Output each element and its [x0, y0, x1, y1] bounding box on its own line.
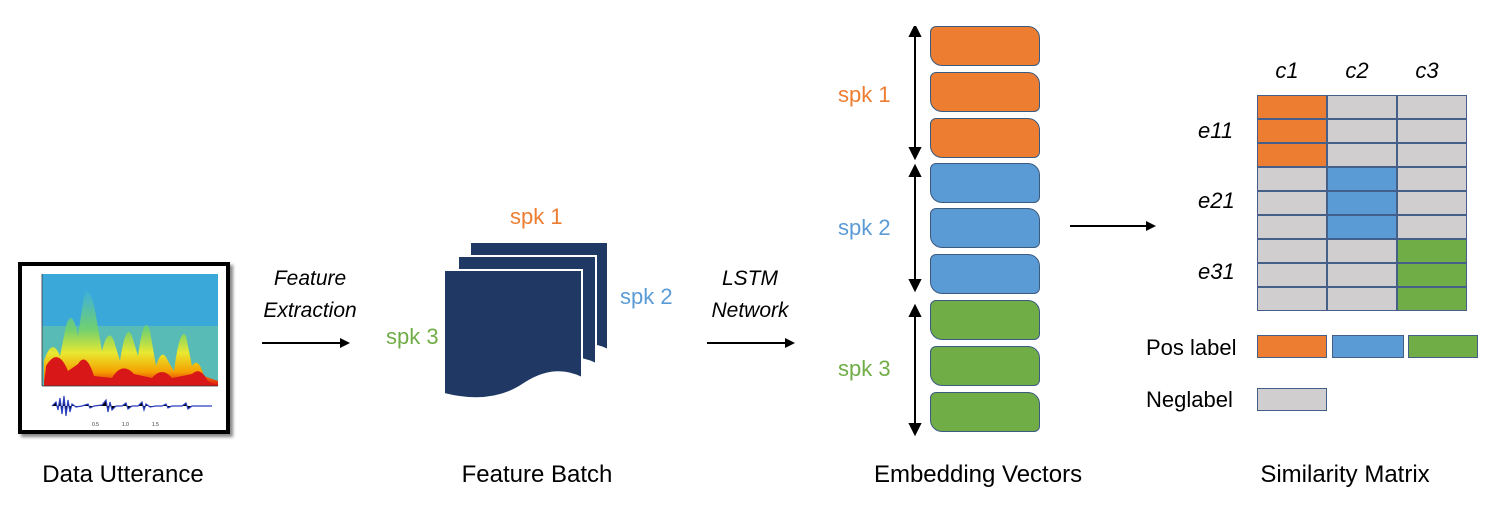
feature-extraction-label: Feature Extraction — [240, 263, 380, 327]
svg-text:1.5: 1.5 — [152, 422, 159, 428]
caption-embedding-vectors: Embedding Vectors — [873, 461, 1083, 488]
matrix-col-c3: c3 — [1415, 58, 1439, 83]
matrix-row-e11: e11 — [1198, 118, 1234, 143]
matrix-cell-r5-c2 — [1327, 191, 1397, 215]
batch-label-spk1: spk 1 — [510, 204, 563, 229]
batch-label-spk2: spk 2 — [620, 284, 673, 309]
caption-similarity-matrix: Similarity Matrix — [1260, 461, 1430, 488]
matrix-cell-r9-c2 — [1327, 287, 1397, 311]
matrix-col-c2: c2 — [1345, 58, 1369, 83]
embedding-vector-spk1-1 — [930, 26, 1040, 66]
matrix-col-c1: c1 — [1275, 58, 1299, 83]
matrix-cell-r6-c2 — [1327, 215, 1397, 239]
matrix-cell-r6-c3 — [1397, 215, 1467, 239]
matrix-cell-r9-c3 — [1397, 287, 1467, 311]
matrix-cell-r7-c1 — [1257, 239, 1327, 263]
arrow-to-matrix — [1070, 221, 1156, 231]
embedding-vector-spk3-3 — [930, 392, 1040, 432]
matrix-cell-r8-c3 — [1397, 263, 1467, 287]
embedding-label-spk3: spk 3 — [838, 356, 891, 381]
matrix-cell-r6-c1 — [1257, 215, 1327, 239]
lstm-line1: LSTM — [721, 267, 778, 290]
embedding-vector-spk2-2 — [930, 208, 1040, 248]
embedding-label-spk2: spk 2 — [838, 215, 891, 240]
legend-pos-spk1 — [1257, 335, 1327, 358]
legend-neg-label: Neglabel — [1146, 387, 1233, 412]
arrow-feature-extraction — [262, 338, 350, 348]
embedding-vector-spk1-3 — [930, 118, 1040, 158]
feature-extraction-line1: Feature — [273, 267, 347, 290]
spectrogram-graphic: 0.5 1.0 1.5 — [41, 274, 218, 428]
matrix-row-e31: e31 — [1198, 259, 1235, 284]
batch-sheet-front — [443, 269, 583, 400]
matrix-cell-r8-c2 — [1327, 263, 1397, 287]
matrix-cell-r3-c3 — [1397, 143, 1467, 167]
embedding-vector-spk2-3 — [930, 254, 1040, 294]
matrix-cell-r4-c1 — [1257, 167, 1327, 191]
legend-neg-swatch — [1257, 388, 1327, 411]
embedding-vector-spk3-2 — [930, 346, 1040, 386]
matrix-cell-r3-c2 — [1327, 143, 1397, 167]
embedding-label-spk1: spk 1 — [838, 82, 891, 107]
matrix-cell-r5-c3 — [1397, 191, 1467, 215]
matrix-cell-r7-c2 — [1327, 239, 1397, 263]
svg-text:0.5: 0.5 — [92, 422, 99, 428]
embedding-vector-spk1-2 — [930, 72, 1040, 112]
lstm-network-label: LSTM Network — [690, 263, 810, 327]
matrix-cell-r7-c3 — [1397, 239, 1467, 263]
caption-data-utterance: Data Utterance — [42, 461, 204, 488]
matrix-cell-r4-c2 — [1327, 167, 1397, 191]
feature-batch-stack — [443, 241, 609, 400]
arrow-lstm — [707, 338, 795, 348]
matrix-cell-r1-c2 — [1327, 95, 1397, 119]
legend-pos-spk3 — [1408, 335, 1478, 358]
similarity-matrix-grid — [1257, 95, 1468, 311]
svg-text:1.0: 1.0 — [122, 422, 129, 428]
matrix-cell-r9-c1 — [1257, 287, 1327, 311]
feature-extraction-line2: Extraction — [263, 299, 357, 322]
matrix-cell-r2-c3 — [1397, 119, 1467, 143]
caption-feature-batch: Feature Batch — [461, 461, 613, 488]
matrix-cell-r5-c1 — [1257, 191, 1327, 215]
embedding-vector-spk2-1 — [930, 163, 1040, 203]
matrix-cell-r2-c2 — [1327, 119, 1397, 143]
lstm-line2: Network — [711, 299, 789, 322]
embedding-vector-spk3-1 — [930, 300, 1040, 340]
batch-label-spk3: spk 3 — [386, 324, 439, 349]
matrix-cell-r2-c1 — [1257, 119, 1327, 143]
matrix-cell-r3-c1 — [1257, 143, 1327, 167]
matrix-row-e21: e21 — [1198, 188, 1235, 213]
matrix-cell-r1-c1 — [1257, 95, 1327, 119]
matrix-cell-r4-c3 — [1397, 167, 1467, 191]
matrix-cell-r1-c3 — [1397, 95, 1467, 119]
legend-pos-label: Pos label — [1146, 335, 1237, 360]
spectrogram-image: 0.5 1.0 1.5 — [18, 262, 230, 434]
matrix-cell-r8-c1 — [1257, 263, 1327, 287]
legend-pos-spk2 — [1332, 335, 1404, 358]
embedding-brackets — [908, 26, 922, 437]
